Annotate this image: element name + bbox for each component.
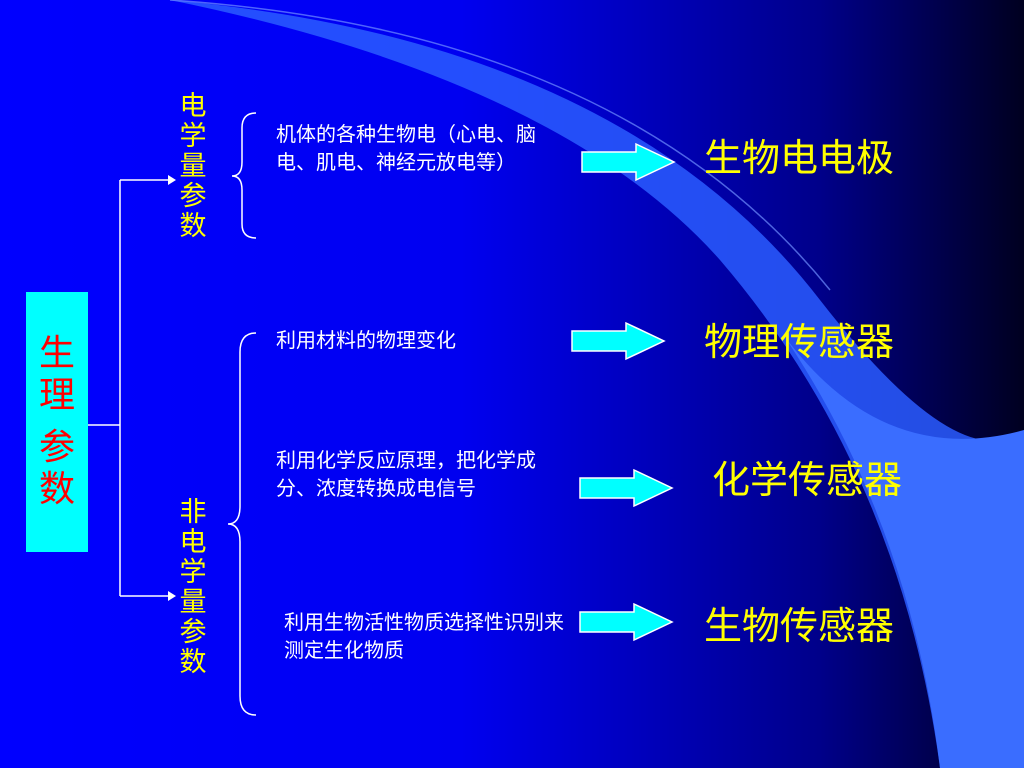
- arrow-right-icon: [579, 468, 674, 508]
- row-description: 机体的各种生物电（心电、脑电、肌电、神经元放电等）: [276, 122, 536, 174]
- branch-label-electrical: 电学量参数: [179, 91, 207, 242]
- root-char: 生: [38, 333, 75, 374]
- root-char: 数: [38, 469, 75, 510]
- arrow-right-icon: [581, 142, 676, 182]
- row-result: 化学传感器: [712, 458, 903, 502]
- row-result: 生物传感器: [704, 604, 895, 648]
- arrow-right-icon: [579, 602, 674, 642]
- root-char: 理: [38, 375, 75, 416]
- row-description: 利用生物活性物质选择性识别来测定生化物质: [284, 610, 564, 662]
- arrow-right-icon: [571, 321, 666, 361]
- root-char: 参: [38, 427, 75, 468]
- row-result: 生物电电极: [704, 136, 895, 180]
- row-description: 利用材料的物理变化: [276, 328, 456, 352]
- row-description: 利用化学反应原理，把化学成分、浓度转换成电信号: [276, 448, 536, 500]
- brace-electrical: [231, 112, 257, 239]
- row-result: 物理传感器: [704, 320, 895, 364]
- branch-arrowhead-electrical: [168, 175, 176, 185]
- branch-label-non-electrical: 非电学量参数: [179, 497, 207, 678]
- branch-arrowhead-non-electrical: [168, 591, 176, 601]
- root-node-box: 生 理 参 数: [26, 292, 88, 552]
- brace-non-electrical: [227, 332, 257, 716]
